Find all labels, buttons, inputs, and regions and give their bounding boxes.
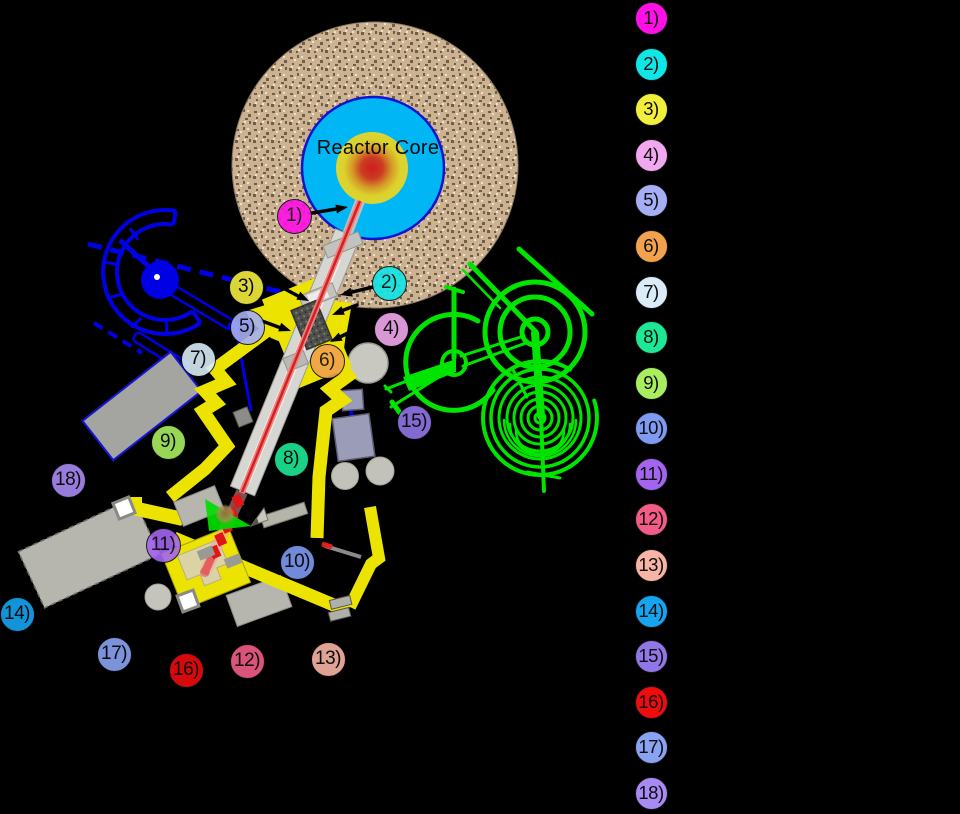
diagram-badge-10: 10) (279, 544, 315, 580)
drum-rotation-dashed-line (87, 241, 298, 355)
diagram-badge-2: 2) (371, 265, 407, 301)
diagram-badge-7: 7) (180, 341, 216, 377)
shield-drums (144, 342, 395, 611)
shutter-indicator-rod (321, 541, 362, 559)
equipment-platform (17, 497, 161, 609)
legend-item-14: 14) (634, 594, 668, 628)
legend-item-17: 17) (634, 730, 668, 764)
legend-item-4: 4) (634, 138, 668, 172)
legend-item-18: 18) (634, 776, 668, 810)
legend-item-7: 7) (634, 275, 668, 309)
column-markers (110, 494, 201, 614)
legend-item-12: 12) (634, 502, 668, 536)
diagram-badge-13: 13) (310, 641, 346, 677)
sample (215, 504, 235, 524)
diagram-badge-8: 8) (273, 441, 309, 477)
detector-pencil (249, 501, 309, 529)
diagram-badge-1: 1) (276, 198, 312, 234)
legend-item-11: 11) (634, 457, 668, 491)
diagram-badge-14: 14) (0, 596, 35, 632)
diagram-badge-16: 16) (168, 652, 204, 688)
legend-item-6: 6) (634, 229, 668, 263)
legend-item-5: 5) (634, 183, 668, 217)
diagram-badge-11: 11) (145, 527, 181, 563)
legend-item-1: 1) (634, 1, 668, 35)
label2-arrow (348, 285, 375, 295)
legend-item-15: 15) (634, 639, 668, 673)
diagram-badge-17: 17) (96, 636, 132, 672)
electronics-cabinets (331, 388, 376, 463)
door-blocks (327, 594, 353, 622)
crane-line-art (383, 246, 599, 493)
reactor-core-label: Reactor Core (316, 137, 440, 159)
diagram-badge-5: 5) (229, 309, 265, 345)
diagram-badge-15: 15) (396, 404, 432, 440)
sample-monitor-block (173, 485, 225, 527)
beam-gate-wings (196, 545, 243, 569)
diagram-badge-3: 3) (228, 269, 264, 305)
diagram-badge-18: 18) (50, 462, 86, 498)
legend-item-13: 13) (634, 548, 668, 582)
diagram-badge-12: 12) (229, 643, 265, 679)
legend-item-9: 9) (634, 366, 668, 400)
scattered-beam-cone (205, 499, 251, 531)
reactor-core (336, 132, 408, 204)
legend-item-3: 3) (634, 92, 668, 126)
annotation-arrows (260, 204, 375, 342)
diagram-badge-4: 4) (373, 311, 409, 347)
legend-item-16: 16) (634, 685, 668, 719)
legend-item-8: 8) (634, 320, 668, 354)
label1-arrow (310, 206, 340, 215)
legend-item-2: 2) (634, 47, 668, 81)
legend-item-10: 10) (634, 411, 668, 445)
small-shield-block (232, 406, 254, 428)
diagram-badge-6: 6) (309, 343, 345, 379)
diagram-badge-9: 9) (150, 424, 186, 460)
